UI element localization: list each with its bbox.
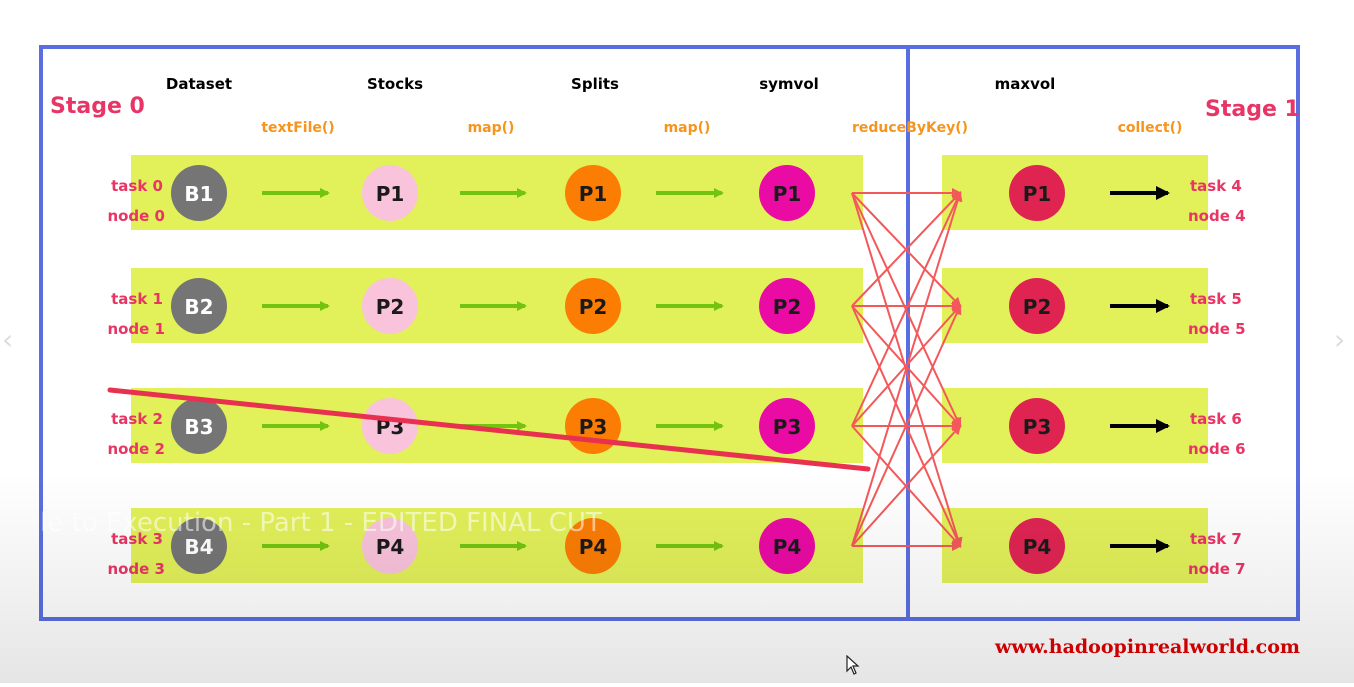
strike-through-line xyxy=(107,387,871,472)
operation-map-2: map() xyxy=(664,120,711,136)
symvol-partition-label: P3 xyxy=(773,415,802,439)
left-task-label: task 1 xyxy=(111,290,163,308)
left-task-label: task 0 xyxy=(111,177,163,195)
operation-collect: collect() xyxy=(1118,120,1183,136)
stocks-partition-label: P4 xyxy=(376,535,405,559)
block-partition-label: B2 xyxy=(184,295,213,319)
symvol-partition-circle xyxy=(759,398,815,454)
column-header-splits: Splits xyxy=(571,75,619,93)
splits-partition-circle xyxy=(565,518,621,574)
shuffle-arrow xyxy=(851,304,962,547)
block-partition-label: B3 xyxy=(184,415,213,439)
maxvol-partition-label: P1 xyxy=(1023,182,1052,206)
previous-slide-chevron-icon[interactable]: ‹ xyxy=(2,323,14,356)
stage1-row-band xyxy=(942,155,1208,230)
symvol-partition-label: P2 xyxy=(773,295,802,319)
operation-map-1: map() xyxy=(468,120,515,136)
column-header-stocks: Stocks xyxy=(367,75,423,93)
left-node-label: node 1 xyxy=(107,320,165,338)
maxvol-partition-label: P2 xyxy=(1023,295,1052,319)
left-task-label: task 2 xyxy=(111,410,163,428)
right-node-label: node 4 xyxy=(1188,207,1246,225)
shuffle-arrow xyxy=(851,424,962,547)
shuffle-arrow xyxy=(851,191,962,427)
operation-reducebykey: reduceByKey() xyxy=(852,120,968,136)
stage0-label: Stage 0 xyxy=(50,94,145,119)
stocks-partition-label: P2 xyxy=(376,295,405,319)
website-url: www.hadoopinrealworld.com xyxy=(995,636,1300,658)
maxvol-partition-circle xyxy=(1009,398,1065,454)
block-partition-circle xyxy=(171,518,227,574)
splits-partition-label: P2 xyxy=(579,295,608,319)
stocks-partition-label: P1 xyxy=(376,182,405,206)
column-header-dataset: Dataset xyxy=(166,75,232,93)
right-task-label: task 7 xyxy=(1190,530,1242,548)
left-task-label: task 3 xyxy=(111,530,163,548)
stocks-partition-circle xyxy=(362,518,418,574)
stocks-partition-circle xyxy=(362,165,418,221)
maxvol-partition-label: P3 xyxy=(1023,415,1052,439)
symvol-partition-circle xyxy=(759,518,815,574)
left-node-label: node 0 xyxy=(107,207,165,225)
stage1-row-band xyxy=(942,268,1208,343)
next-slide-chevron-icon[interactable]: › xyxy=(1334,323,1346,356)
shuffle-arrow xyxy=(851,304,962,427)
right-task-label: task 6 xyxy=(1190,410,1242,428)
left-node-label: node 3 xyxy=(107,560,165,578)
block-partition-circle xyxy=(171,165,227,221)
right-node-label: node 5 xyxy=(1188,320,1246,338)
maxvol-partition-circle xyxy=(1009,165,1065,221)
column-header-symvol: symvol xyxy=(759,75,819,93)
right-node-label: node 6 xyxy=(1188,440,1246,458)
stage1-row-band xyxy=(942,508,1208,583)
block-partition-label: B1 xyxy=(184,182,213,206)
symvol-partition-circle xyxy=(759,165,815,221)
shuffle-arrow xyxy=(851,191,963,547)
symvol-partition-label: P1 xyxy=(773,182,802,206)
block-partition-label: B4 xyxy=(184,535,213,559)
shuffle-arrows xyxy=(851,188,963,551)
splits-partition-label: P4 xyxy=(579,535,608,559)
left-node-label: node 2 xyxy=(107,440,165,458)
stage1-label: Stage 1 xyxy=(1205,97,1300,122)
splits-partition-circle xyxy=(565,165,621,221)
block-partition-circle xyxy=(171,398,227,454)
stage1-row-bands xyxy=(942,155,1208,583)
maxvol-partition-label: P4 xyxy=(1023,535,1052,559)
rows-layer: task 0 node 0 task 4 node 4 B1 P1 P1 P1 P1 task 1… xyxy=(107,165,1246,578)
splits-partition-label: P1 xyxy=(579,182,608,206)
symvol-partition-circle xyxy=(759,278,815,334)
maxvol-partition-circle xyxy=(1009,278,1065,334)
symvol-partition-label: P4 xyxy=(773,535,802,559)
block-partition-circle xyxy=(171,278,227,334)
video-title-watermark: le to Execution - Part 1 - EDITED FINAL … xyxy=(40,508,602,538)
maxvol-partition-circle xyxy=(1009,518,1065,574)
splits-partition-label: P3 xyxy=(579,415,608,439)
stage1-frame xyxy=(906,45,1300,621)
stocks-partition-circle xyxy=(362,278,418,334)
column-header-maxvol: maxvol xyxy=(995,75,1056,93)
stage1-row-band xyxy=(942,388,1208,463)
stocks-partition-circle xyxy=(362,398,418,454)
right-task-label: task 4 xyxy=(1190,177,1242,195)
shuffle-arrow xyxy=(851,191,962,307)
mouse-cursor-icon xyxy=(846,655,860,675)
right-task-label: task 5 xyxy=(1190,290,1242,308)
splits-partition-circle xyxy=(565,278,621,334)
operation-textfile: textFile() xyxy=(261,120,334,136)
right-node-label: node 7 xyxy=(1188,560,1246,578)
